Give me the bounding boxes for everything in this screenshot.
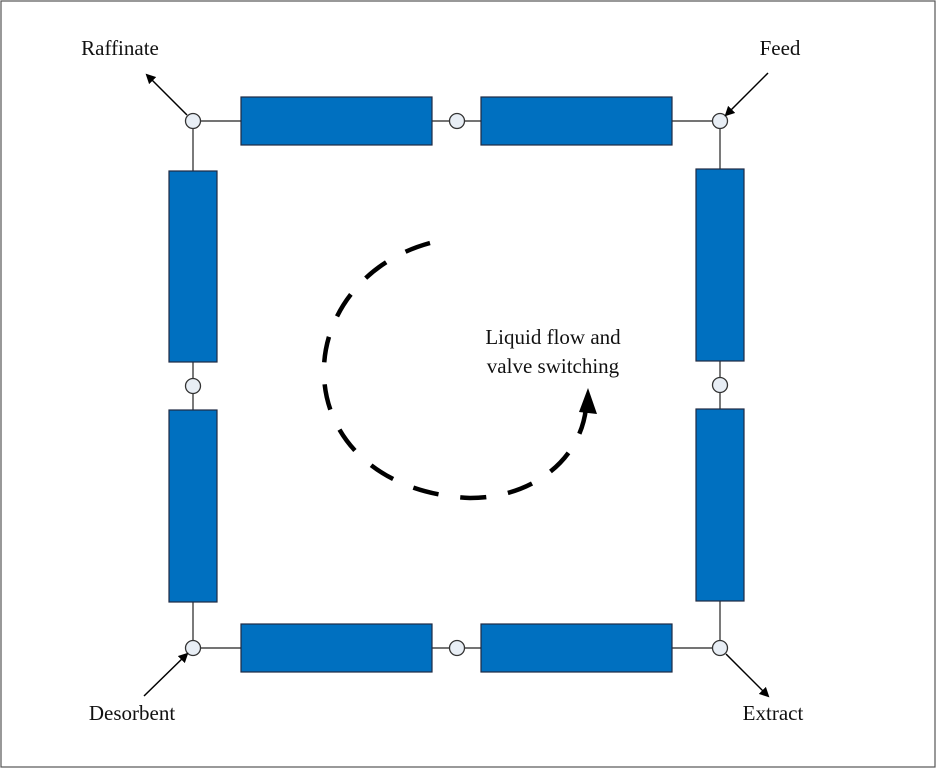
column-left-top (168, 170, 218, 363)
desorbent-arrow (143, 652, 189, 697)
valve-right-middle (711, 376, 729, 394)
center-note-line1: Liquid flow and (485, 325, 621, 349)
dashed-circular-arrow-icon (321, 240, 589, 501)
column-left-bottom (168, 409, 218, 603)
valve-desorbent (184, 639, 202, 657)
raffinate-arrow (145, 73, 188, 116)
center-note-line2: valve switching (487, 354, 620, 378)
column-top-left (240, 96, 433, 146)
raffinate-label: Raffinate (81, 36, 159, 60)
valve-feed (711, 112, 729, 130)
column-right-top (695, 168, 745, 362)
valve-top-middle (448, 112, 466, 130)
columns (168, 96, 745, 673)
column-bottom-right (480, 623, 673, 673)
valves (184, 112, 729, 657)
column-top-right (480, 96, 673, 146)
column-bottom-left (240, 623, 433, 673)
valve-extract (711, 639, 729, 657)
desorbent-label: Desorbent (89, 701, 175, 725)
extract-label: Extract (743, 701, 804, 725)
stream-arrows (143, 72, 770, 698)
valve-raffinate (184, 112, 202, 130)
flow-circle-arrow (321, 240, 597, 501)
extract-arrow (725, 653, 770, 698)
feed-label: Feed (760, 36, 801, 60)
feed-arrow (724, 72, 769, 117)
flow-arrowhead-icon (579, 388, 597, 414)
valve-left-middle (184, 377, 202, 395)
valve-bottom-middle (448, 639, 466, 657)
column-right-bottom (695, 408, 745, 602)
